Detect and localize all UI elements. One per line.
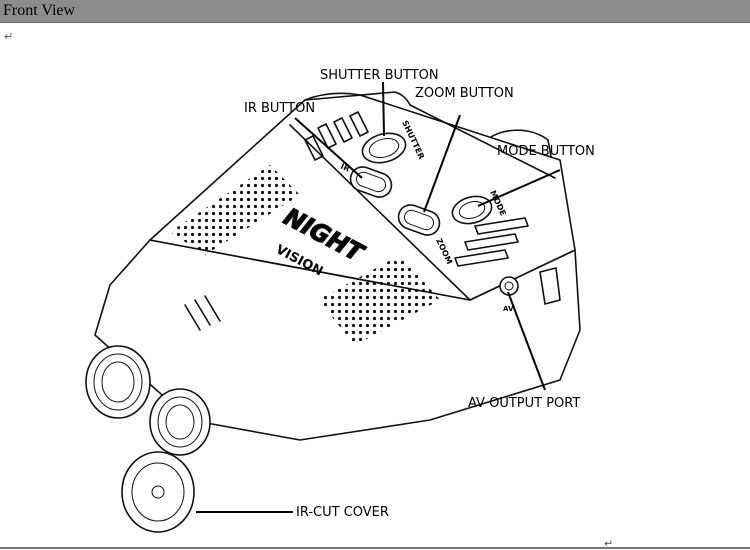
control-strip-edge — [304, 91, 556, 179]
section-header-bar: Front View — [0, 0, 750, 23]
top-panel-ridge — [289, 124, 471, 301]
side-jack — [539, 267, 561, 305]
mode-button[interactable] — [449, 192, 494, 227]
device-top-panel — [149, 92, 576, 301]
ir-cut-cover[interactable] — [121, 451, 195, 533]
right-lens — [149, 388, 211, 456]
left-lens — [85, 345, 151, 419]
shutter-leader — [382, 81, 385, 137]
speaker-grid-bottom — [318, 255, 440, 345]
zoom-button[interactable] — [395, 202, 443, 239]
callout-av-output-port: AV OUTPUT PORT — [468, 396, 580, 411]
callout-zoom-button: ZOOM BUTTON — [415, 86, 514, 101]
av-emboss: AV — [503, 305, 514, 313]
ir-button[interactable] — [347, 164, 395, 201]
mode-leader — [477, 169, 561, 207]
callout-mode-button: MODE BUTTON — [497, 144, 595, 159]
paragraph-mark-top: ↵ — [4, 30, 14, 43]
callout-ir-cut-cover: IR-CUT COVER — [296, 505, 389, 520]
body-grip-lines — [184, 295, 221, 331]
callout-ir-button: IR BUTTON — [244, 101, 315, 116]
speaker-grid-top — [170, 165, 300, 255]
vent-slots-rear — [454, 217, 529, 267]
section-title: Front View — [3, 2, 76, 19]
paragraph-mark-bottom: ↵ — [604, 537, 614, 550]
av-leader — [507, 291, 546, 391]
shutter-button[interactable] — [359, 129, 409, 167]
zoom-leader — [423, 114, 461, 213]
vent-slots-front — [304, 111, 369, 161]
footer-rule — [0, 547, 750, 549]
ir-leader — [294, 117, 363, 179]
callout-shutter-button: SHUTTER BUTTON — [320, 68, 439, 83]
